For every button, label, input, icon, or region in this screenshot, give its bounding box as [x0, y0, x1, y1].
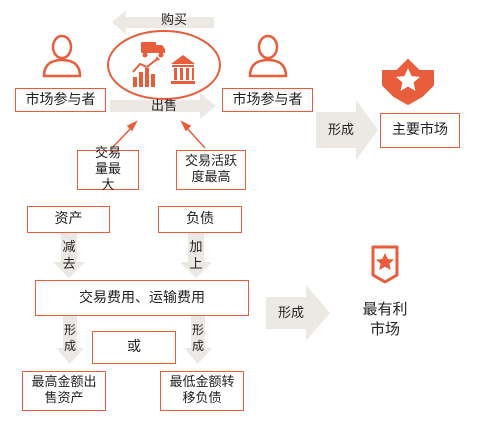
shield-star-icon [371, 245, 399, 284]
form-left-label: 形 成 [60, 322, 80, 354]
add-char-2: 上 [189, 257, 203, 272]
form-right-char-2: 成 [191, 339, 204, 353]
form-left-arrow [56, 316, 84, 364]
asset-box: 资产 [27, 206, 110, 233]
form-right-char-1: 形 [191, 323, 204, 337]
reduce-char-2: 去 [62, 257, 76, 272]
pointer-arrows [111, 120, 206, 149]
min-transfer-box: 最低金额转移负债 [160, 371, 244, 411]
form-label-top: 形成 [327, 122, 354, 138]
star-badge-icon [382, 59, 434, 105]
add-char-1: 加 [189, 240, 203, 255]
form-right-arrow [184, 316, 212, 364]
bar-chart-icon [132, 56, 160, 87]
sell-label: 出售 [150, 99, 177, 114]
form-right-label: 形 成 [188, 322, 208, 354]
person-icon [248, 34, 288, 78]
volume-condition-box: 交易量最大 [77, 146, 139, 193]
add-label: 加 上 [186, 239, 206, 273]
person-icon [42, 34, 82, 78]
form-label-bottom: 形成 [277, 305, 304, 321]
add-arrow [180, 233, 212, 278]
reduce-char-1: 减 [62, 240, 76, 255]
form-left-char-2: 成 [63, 339, 76, 353]
liability-box: 负债 [158, 206, 242, 233]
form-arrow-top [316, 100, 378, 160]
max-sell-box: 最高金额出售资产 [22, 371, 106, 411]
buy-label: 购买 [160, 13, 187, 28]
best-market-label: 最有利市场 [362, 300, 408, 338]
truck-icon [141, 42, 165, 58]
form-left-char-1: 形 [63, 323, 76, 337]
reduce-arrow [53, 233, 85, 278]
market-circle [107, 30, 221, 100]
bank-icon [171, 55, 195, 84]
costs-box: 交易费用、运输费用 [35, 280, 249, 316]
form-arrow-bottom [266, 285, 330, 341]
activity-condition-box: 交易活跃度最高 [176, 150, 246, 190]
reduce-label: 减 去 [59, 239, 79, 273]
or-box: 或 [92, 331, 176, 364]
participant-left-box: 市场参与者 [15, 88, 106, 112]
sell-arrow [110, 93, 216, 119]
main-market-box: 主要市场 [380, 113, 460, 148]
buy-arrow [112, 10, 214, 35]
participant-right-box: 市场参与者 [222, 88, 313, 112]
